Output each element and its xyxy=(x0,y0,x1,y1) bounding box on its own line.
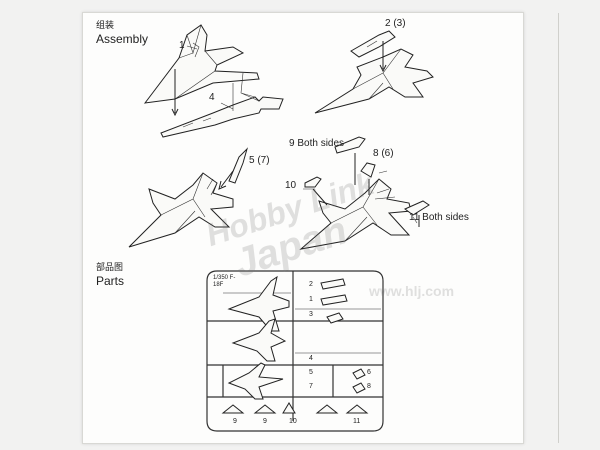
callout-part-9: 9 Both sides xyxy=(289,138,345,149)
parts-sprue-drawing xyxy=(206,270,384,432)
sprue-number-2: 2 xyxy=(309,281,313,288)
sprue-number-11: 11 xyxy=(353,418,361,425)
aircraft-lower-fuselage-drawing xyxy=(160,72,284,138)
aircraft-assembled-drawing-top xyxy=(314,30,434,114)
callout-part-11: 11 Both sides xyxy=(409,212,469,223)
sprue-tag: 1/350 F-18F xyxy=(213,275,236,288)
sprue-number-7: 7 xyxy=(309,383,313,390)
sprue-number-5: 5 xyxy=(309,369,313,376)
sprue-number-9a: 9 xyxy=(233,418,237,425)
sheet-fold-line xyxy=(558,13,559,443)
parts-heading: Parts xyxy=(96,274,125,288)
callout-part-10: 10 xyxy=(285,180,297,191)
sprue-number-9b: 9 xyxy=(263,418,267,425)
instruction-sheet: 组装 Assembly xyxy=(82,12,559,444)
sprue-number-1: 1 xyxy=(309,296,313,303)
callout-part-1: 1 xyxy=(179,40,185,51)
sprue-number-4: 4 xyxy=(309,355,313,362)
assembly-heading: Assembly xyxy=(96,32,149,46)
assembly-drawings xyxy=(128,24,434,432)
aircraft-assembled-drawing-middle xyxy=(128,147,249,248)
assembly-arrowhead-1 xyxy=(171,108,179,117)
aircraft-upper-fuselage-drawing xyxy=(143,24,260,104)
aircraft-assembled-drawing-bottom xyxy=(299,136,430,250)
callout-part-2-3: 2 (3) xyxy=(385,18,406,29)
callout-part-8-6: 8 (6) xyxy=(373,148,394,159)
sprue-number-10: 10 xyxy=(289,418,297,425)
callout-part-4: 4 xyxy=(209,92,215,103)
parts-heading-cn: 部品图 xyxy=(96,262,124,272)
sprue-number-8: 8 xyxy=(367,383,371,390)
sprue-number-3: 3 xyxy=(309,311,313,318)
callout-part-5-7: 5 (7) xyxy=(249,155,270,166)
assembly-heading-cn: 组装 xyxy=(96,20,115,30)
sprue-number-6: 6 xyxy=(367,369,371,376)
